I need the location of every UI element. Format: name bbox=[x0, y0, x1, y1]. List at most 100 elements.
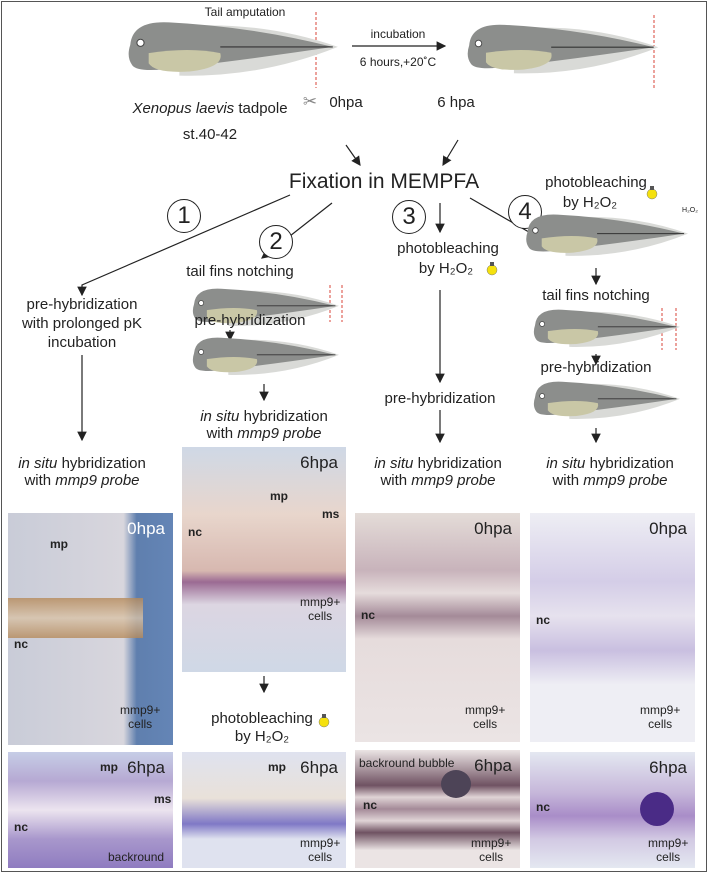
tadpole-6hpa bbox=[458, 14, 663, 86]
cells-text: cells bbox=[308, 850, 333, 864]
col4-h2o2-small: H₂O₂ bbox=[682, 207, 698, 214]
mmp9-text: mmp9+ bbox=[300, 595, 341, 609]
photo-col4-0hpa: 0hpa nc mmp9+cells bbox=[530, 513, 695, 742]
incubation-label: incubation bbox=[370, 27, 426, 41]
mp-label: mp bbox=[50, 537, 68, 551]
photo-col2-6hpa: 6hpa mp mmp9+cells bbox=[182, 752, 346, 868]
ish-rest: hybridization bbox=[57, 455, 146, 472]
step-1-marker: 1 bbox=[167, 199, 201, 233]
step-2-marker: 2 bbox=[259, 225, 293, 259]
col2-prehyb-label: pre-hybridization bbox=[194, 312, 306, 329]
ish-prefix: with bbox=[552, 472, 584, 489]
photo-col1-0hpa: 0hpa mp nc mmp9+cells bbox=[8, 513, 173, 745]
col2-photobleaching-label: photobleaching bbox=[211, 710, 313, 727]
ish-italic: in situ bbox=[374, 455, 414, 472]
time-tag: 6hpa bbox=[474, 756, 512, 775]
mmp9-cells-caption: mmp9+cells bbox=[300, 836, 340, 864]
light-bulb-icon bbox=[318, 714, 330, 728]
photo-col3-6hpa: 6hpa backround bubble nc mmp9+cells bbox=[355, 750, 520, 868]
incubation-conditions: 6 hours,+20˚C bbox=[359, 55, 437, 69]
photo-col3-0hpa: 0hpa nc mmp9+cells bbox=[355, 513, 520, 742]
stage-label: st.40-42 bbox=[182, 126, 238, 143]
cells-text: cells bbox=[308, 609, 333, 623]
ish-italic: in situ bbox=[18, 455, 58, 472]
mmp9-text: mmp9+ bbox=[640, 703, 681, 717]
col3-by-h2o2: by H₂O₂ bbox=[418, 260, 474, 277]
nc-label: nc bbox=[536, 800, 551, 814]
mmp9-text: mmp9+ bbox=[465, 703, 506, 717]
ish-probe: mmp9 probe bbox=[583, 472, 668, 489]
nc-label: nc bbox=[363, 798, 378, 812]
time-6hpa: 6 hpa bbox=[437, 94, 475, 111]
col2-notching-label: tail fins notching bbox=[186, 263, 294, 280]
mmp9-cells-caption: mmp9+cells bbox=[640, 703, 680, 731]
nc-label: nc bbox=[361, 608, 376, 622]
mmp9-cells-caption: mmp9+cells bbox=[300, 595, 340, 623]
photo-col1-6hpa: 6hpa mp ms nc backround bbox=[8, 752, 173, 868]
ish-rest: hybridization bbox=[239, 408, 328, 425]
col4-notching-label: tail fins notching bbox=[542, 287, 650, 304]
col4-tadpole-prehyb bbox=[518, 376, 692, 426]
time-tag: 0hpa bbox=[127, 519, 165, 538]
ish-italic: in situ bbox=[546, 455, 586, 472]
mmp9-cells-caption: mmp9+cells bbox=[120, 703, 160, 731]
species-name: Xenopus laevis bbox=[132, 100, 235, 117]
time-0hpa: 0hpa bbox=[329, 94, 363, 111]
col2-tadpole-prehyb bbox=[176, 332, 352, 382]
mp-label: mp bbox=[270, 489, 288, 503]
col4-by-h2o2: by H₂O₂ bbox=[562, 194, 618, 211]
mmp9-text: mmp9+ bbox=[648, 836, 689, 850]
time-tag: 0hpa bbox=[649, 519, 687, 538]
col1-prehyb-line1: pre-hybridization bbox=[26, 296, 138, 313]
col4-photobleaching-label: photobleaching bbox=[545, 174, 647, 191]
ms-label: ms bbox=[154, 792, 172, 806]
col3-prehyb-label: pre-hybridization bbox=[384, 390, 496, 407]
photo-col4-6hpa: 6hpa nc mmp9+cells bbox=[530, 752, 695, 868]
tadpole-before-amputation bbox=[118, 14, 343, 86]
mmp9-text: mmp9+ bbox=[120, 703, 161, 717]
light-bulb-icon bbox=[646, 186, 658, 200]
scissors-icon: ✂ bbox=[302, 92, 318, 111]
cells-text: cells bbox=[479, 850, 504, 864]
mmp9-text: mmp9+ bbox=[471, 836, 512, 850]
ish-prefix: with bbox=[380, 472, 412, 489]
ish-prefix: with bbox=[24, 472, 56, 489]
ish-rest: hybridization bbox=[413, 455, 502, 472]
col4-tadpole-notched bbox=[518, 304, 692, 354]
cells-text: cells bbox=[473, 717, 498, 731]
ish-probe: mmp9 probe bbox=[411, 472, 496, 489]
time-tag: 6hpa bbox=[300, 453, 338, 472]
cells-text: cells bbox=[656, 850, 681, 864]
time-tag: 0hpa bbox=[474, 519, 512, 538]
ish-probe: mmp9 probe bbox=[237, 425, 322, 442]
ish-probe: mmp9 probe bbox=[55, 472, 140, 489]
col1-prehyb-line3: incubation bbox=[47, 334, 117, 351]
background-bubble-label: backround bubble bbox=[359, 756, 455, 770]
ms-label: ms bbox=[322, 507, 340, 521]
col1-prehyb-line2: with prolonged pK bbox=[21, 315, 143, 332]
mp-label: mp bbox=[100, 760, 118, 774]
nc-label: nc bbox=[536, 613, 551, 627]
mp-label: mp bbox=[268, 760, 286, 774]
time-tag: 6hpa bbox=[649, 758, 687, 777]
background-label: backround bbox=[108, 850, 165, 864]
time-tag: 6hpa bbox=[300, 758, 338, 777]
light-bulb-icon bbox=[486, 262, 498, 276]
ish-prefix: with bbox=[206, 425, 238, 442]
time-tag: 6hpa bbox=[127, 758, 165, 777]
cells-text: cells bbox=[648, 717, 673, 731]
nc-label: nc bbox=[14, 637, 29, 651]
fixation-step: Fixation in MEMPFA bbox=[288, 170, 480, 193]
species-suffix: tadpole bbox=[234, 100, 288, 117]
nc-label: nc bbox=[188, 525, 203, 539]
mmp9-text: mmp9+ bbox=[300, 836, 341, 850]
col3-photobleaching-label: photobleaching bbox=[397, 240, 499, 257]
col4-prehyb-label: pre-hybridization bbox=[540, 359, 652, 376]
col4-tadpole-bleached bbox=[518, 208, 692, 264]
nc-label: nc bbox=[14, 820, 29, 834]
